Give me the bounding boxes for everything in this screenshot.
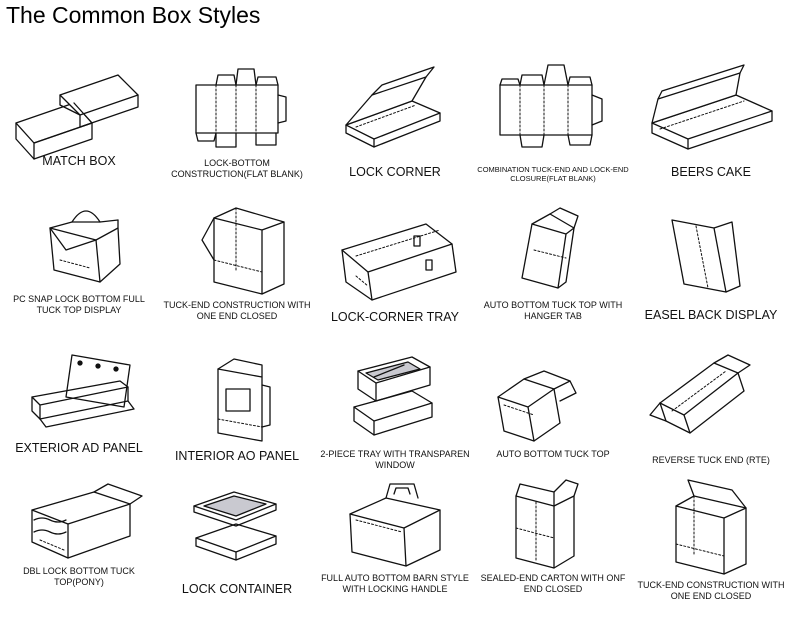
auto-bottom-hanger-drawing <box>474 200 632 310</box>
2-piece-tray-window-label: 2-PIECE TRAY WITH TRANSPAREN WINDOW <box>320 449 470 470</box>
reverse-tuck-end-label: REVERSE TUCK END (RTE) <box>652 455 770 465</box>
interior-ao-panel-drawing <box>158 345 316 455</box>
lock-bottom-flat-blank-label: LOCK-BOTTOM CONSTRUCTION(FLAT BLANK) <box>171 158 303 179</box>
lock-corner-drawing <box>316 55 474 165</box>
auto-bottom-hanger-label: AUTO BOTTOM TUCK TOP WITH HANGER TAB <box>483 300 623 321</box>
interior-ao-panel-label: INTERIOR AO PANEL <box>174 449 300 463</box>
lock-corner-tray-drawing <box>316 200 474 310</box>
lock-corner-label: LOCK CORNER <box>349 165 441 179</box>
sealed-end-carton-label: SEALED-END CARTON WITH ONF END CLOSED <box>480 573 626 594</box>
lock-bottom-flat-blank-drawing <box>158 55 316 165</box>
match-box-drawing <box>0 55 158 165</box>
auto-bottom-tuck-top-label: AUTO BOTTOM TUCK TOP <box>496 449 610 459</box>
full-auto-barn-label: FULL AUTO BOTTOM BARN STYLE WITH LOCKING… <box>321 573 469 594</box>
sealed-end-carton-drawing <box>474 470 632 580</box>
reverse-tuck-end-drawing <box>632 345 790 455</box>
combination-tuck-end-label: COMBINATION TUCK-END AND LOCK-END CLOSUR… <box>477 165 629 183</box>
dbl-lock-pony-label: DBL LOCK BOTTOM TUCK TOP(PONY) <box>23 566 135 587</box>
tuck-end-one-closed-drawing <box>158 200 316 310</box>
auto-bottom-tuck-top-drawing <box>474 345 632 455</box>
2-piece-tray-window-drawing <box>316 345 474 455</box>
easel-back-display-label: EASEL BACK DISPLAY <box>644 308 778 322</box>
exterior-ad-panel-drawing <box>0 345 158 455</box>
beers-cake-label: BEERS CAKE <box>671 165 751 179</box>
full-auto-barn-drawing <box>316 470 474 580</box>
lock-container-label: LOCK CONTAINER <box>181 582 293 596</box>
exterior-ad-panel-label: EXTERIOR AD PANEL <box>15 441 143 455</box>
page-title: The Common Box Styles <box>6 2 261 28</box>
tuck-end-one-closed-2-label: TUCK-END CONSTRUCTION WITH ONE END CLOSE… <box>637 580 785 601</box>
lock-corner-tray-label: LOCK-CORNER TRAY <box>330 310 460 324</box>
dbl-lock-pony-drawing <box>0 470 158 580</box>
tuck-end-one-closed-label: TUCK-END CONSTRUCTION WITH ONE END CLOSE… <box>163 300 311 321</box>
match-box-label: MATCH BOX <box>42 154 116 168</box>
pc-snap-lock-display-label: PC SNAP LOCK BOTTOM FULL TUCK TOP DISPLA… <box>13 294 145 315</box>
pc-snap-lock-display-drawing <box>0 200 158 310</box>
combination-tuck-end-drawing <box>474 55 632 165</box>
easel-back-display-drawing <box>632 200 790 310</box>
beers-cake-drawing <box>632 55 790 165</box>
tuck-end-one-closed-2-drawing <box>632 470 790 580</box>
lock-container-drawing <box>158 470 316 580</box>
